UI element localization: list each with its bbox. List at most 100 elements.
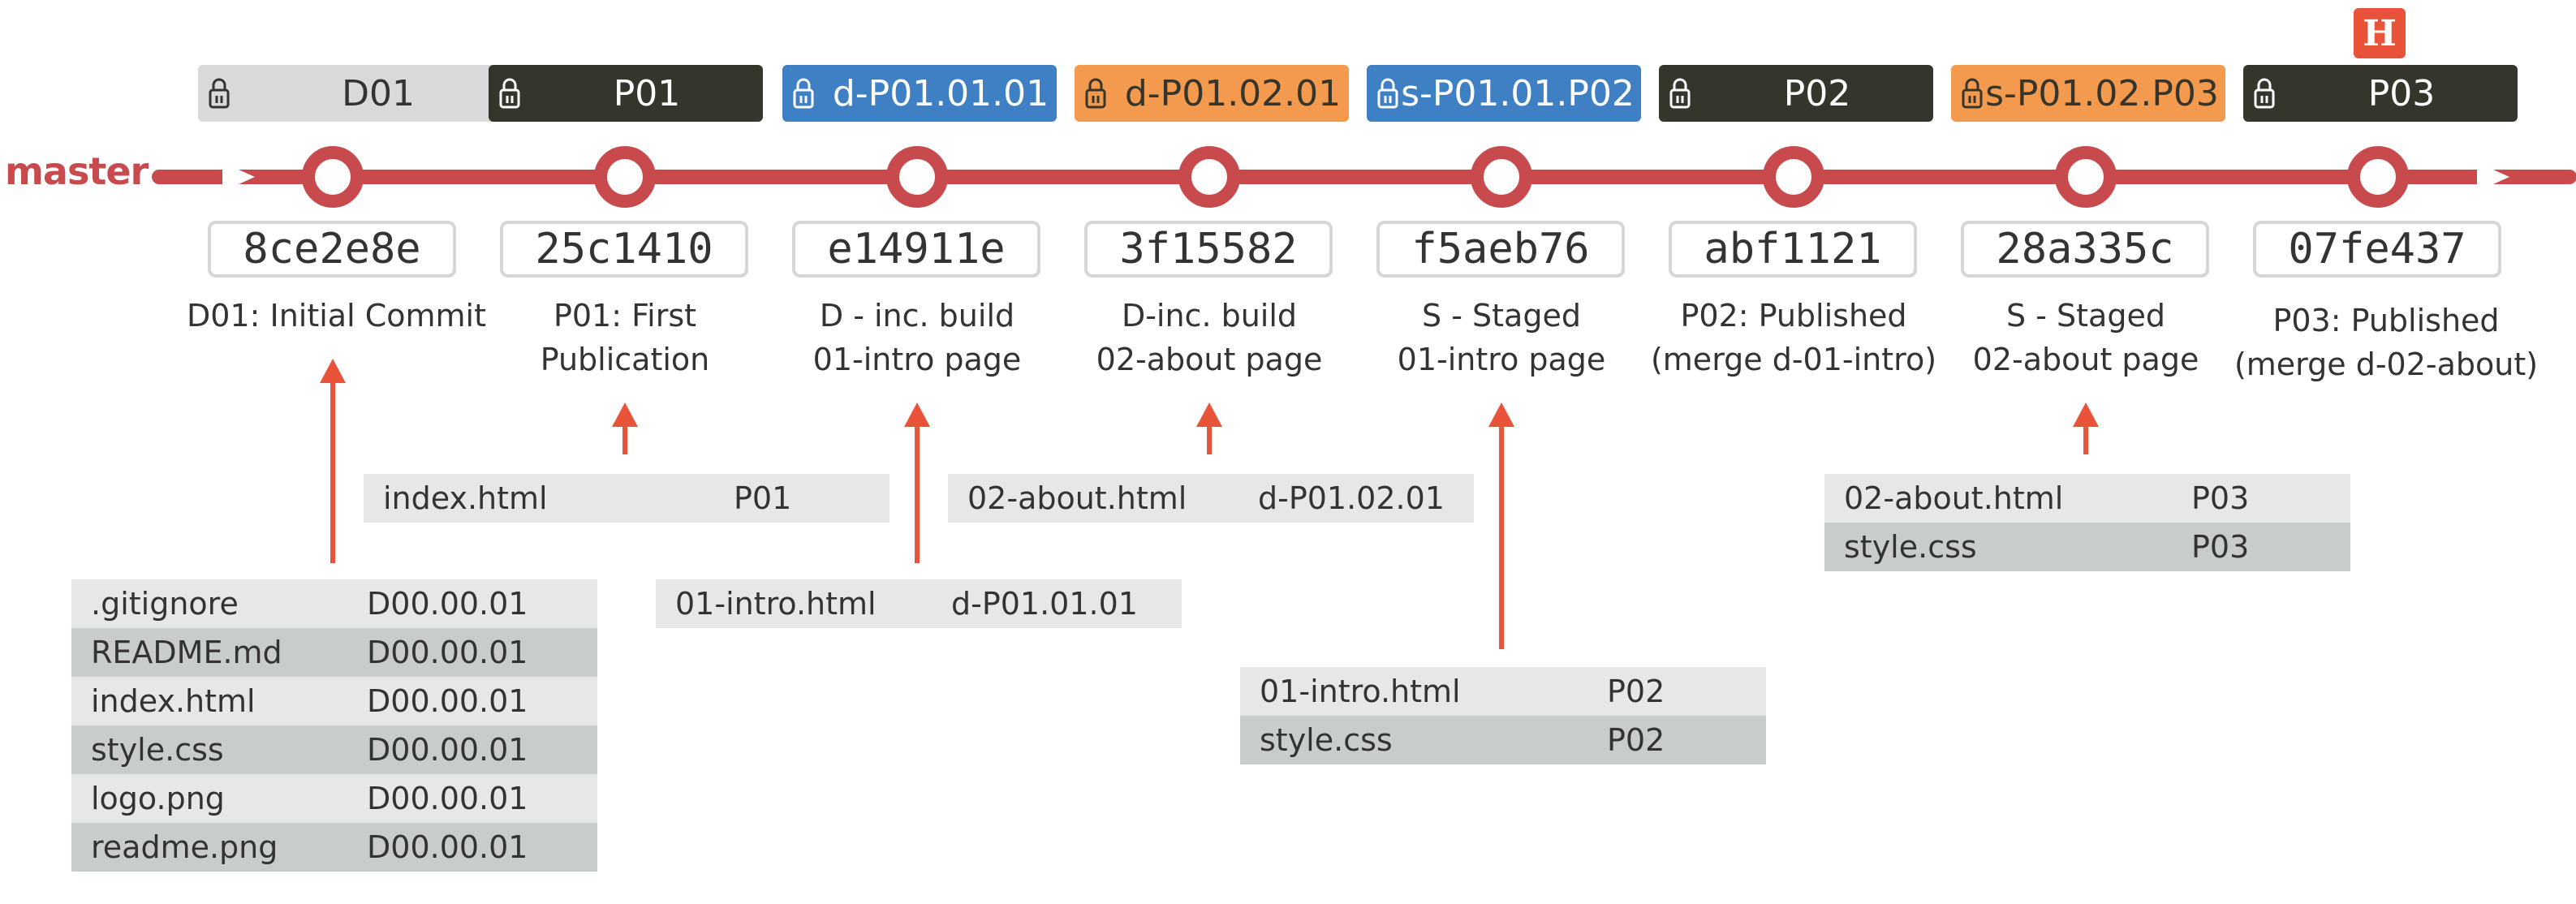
commit-tag-d-P01.02.01: d-P01.02.01 — [1075, 65, 1349, 122]
lock-icon — [1085, 78, 1106, 109]
branch-label: master — [5, 149, 149, 193]
pointer-arrow-head-1 — [612, 402, 638, 427]
file-row: readme.png D00.00.01 — [71, 823, 597, 872]
commit-hash: 28a335c — [1961, 221, 2209, 278]
file-version: P03 — [2191, 480, 2250, 516]
commit-caption: S - Staged 02-about page — [1940, 294, 2232, 381]
file-name: style.css — [1844, 529, 1977, 565]
lock-icon — [793, 78, 814, 109]
tag-label: D01 — [342, 72, 415, 114]
lock-icon — [1377, 78, 1398, 109]
file-row: logo.png D00.00.01 — [71, 774, 597, 823]
file-name: readme.png — [91, 829, 278, 865]
commit-tag-s-P01.02.P03: s-P01.02.P03 — [1951, 65, 2225, 122]
lock-icon — [1669, 78, 1691, 109]
lock-icon — [499, 78, 520, 109]
commit-tag-P02: P02 — [1659, 65, 1933, 122]
file-version: D00.00.01 — [367, 683, 528, 719]
file-version: d-P01.02.01 — [1258, 480, 1445, 516]
lock-icon — [1962, 78, 1983, 109]
file-version: D00.00.01 — [367, 781, 528, 816]
file-version: D00.00.01 — [367, 635, 528, 670]
file-row: style.css D00.00.01 — [71, 725, 597, 774]
file-version: P02 — [1607, 674, 1665, 709]
file-name: README.md — [91, 635, 282, 670]
file-table-d-p01-02-01: 02-about.html d-P01.02.01 — [948, 474, 1474, 523]
file-name: 02-about.html — [967, 480, 1187, 516]
lock-icon — [209, 78, 230, 109]
caption-line: 01-intro page — [1397, 342, 1606, 377]
branch-start-arrow — [222, 162, 255, 192]
file-name: index.html — [91, 683, 256, 719]
file-row: .gitignore D00.00.01 — [71, 579, 597, 628]
file-name: .gitignore — [91, 586, 239, 622]
commit-caption: D-inc. build 02-about page — [1063, 294, 1355, 381]
commit-node-7 — [2347, 146, 2409, 208]
commit-hash: f5aeb76 — [1376, 221, 1625, 278]
file-name: index.html — [383, 480, 548, 516]
caption-line: (merge d-01-intro) — [1650, 342, 1937, 377]
file-version: P01 — [734, 480, 792, 516]
file-name: 02-about.html — [1844, 480, 2064, 516]
tag-label: P01 — [613, 72, 681, 114]
file-table-p01: index.html P01 — [364, 474, 890, 523]
caption-line: (merge d-02-about) — [2234, 347, 2539, 382]
commit-caption: P01: First Publication — [479, 294, 771, 381]
file-name: style.css — [91, 732, 224, 768]
file-name: logo.png — [91, 781, 225, 816]
caption-line: P02: Published — [1680, 298, 1907, 334]
caption-line: D01: Initial Commit — [187, 298, 486, 334]
file-row: 01-intro.html d-P01.01.01 — [656, 579, 1182, 628]
tag-label: d-P01.01.01 — [832, 72, 1049, 114]
file-version: d-P01.01.01 — [951, 586, 1138, 622]
file-version: P02 — [1607, 722, 1665, 758]
commit-hash: 25c1410 — [500, 221, 748, 278]
commit-hash: 3f15582 — [1084, 221, 1333, 278]
commit-node-6 — [2055, 146, 2117, 208]
file-version: D00.00.01 — [367, 586, 528, 622]
commit-tag-D01: D01 — [198, 65, 516, 122]
caption-line: S - Staged — [2006, 298, 2165, 334]
caption-line: D - inc. build — [819, 298, 1015, 334]
commit-node-4 — [1471, 146, 1532, 208]
pointer-arrow-head-4 — [1488, 402, 1514, 427]
tag-label: d-P01.02.01 — [1124, 72, 1342, 114]
file-row: 01-intro.html P02 — [1240, 667, 1766, 716]
commit-caption: S - Staged 01-intro page — [1355, 294, 1648, 381]
commit-node-5 — [1763, 146, 1824, 208]
commit-hash: abf1121 — [1669, 221, 1917, 278]
commit-hash: 8ce2e8e — [208, 221, 456, 278]
lock-icon — [2254, 78, 2275, 109]
commit-node-1 — [594, 146, 656, 208]
file-name: 01-intro.html — [675, 586, 877, 622]
commit-node-2 — [886, 146, 948, 208]
file-version: D00.00.01 — [367, 829, 528, 865]
file-row: 02-about.html d-P01.02.01 — [948, 474, 1474, 523]
caption-line: 01-intro page — [812, 342, 1022, 377]
pointer-arrow-head-0 — [320, 359, 346, 383]
tag-label: s-P01.01.P02 — [1401, 72, 1635, 114]
commit-node-3 — [1178, 146, 1240, 208]
commit-tag-s-P01.01.P02: s-P01.01.P02 — [1367, 65, 1641, 122]
branch-end-arrow — [2477, 162, 2509, 192]
file-row: index.html D00.00.01 — [71, 677, 597, 725]
pointer-arrow-head-2 — [904, 402, 930, 427]
commit-tag-d-P01.01.01: d-P01.01.01 — [782, 65, 1057, 122]
commit-tag-P01: P01 — [489, 65, 763, 122]
file-row: README.md D00.00.01 — [71, 628, 597, 677]
caption-line: D-inc. build — [1121, 298, 1298, 334]
file-version: D00.00.01 — [367, 732, 528, 768]
head-badge: H — [2354, 8, 2406, 58]
file-name: 01-intro.html — [1260, 674, 1461, 709]
caption-line: Publication — [540, 342, 710, 377]
commit-hash: e14911e — [792, 221, 1040, 278]
commit-tag-P03: P03 — [2243, 65, 2518, 122]
commit-node-0 — [302, 146, 364, 208]
commit-caption: D - inc. build 01-intro page — [771, 294, 1063, 381]
